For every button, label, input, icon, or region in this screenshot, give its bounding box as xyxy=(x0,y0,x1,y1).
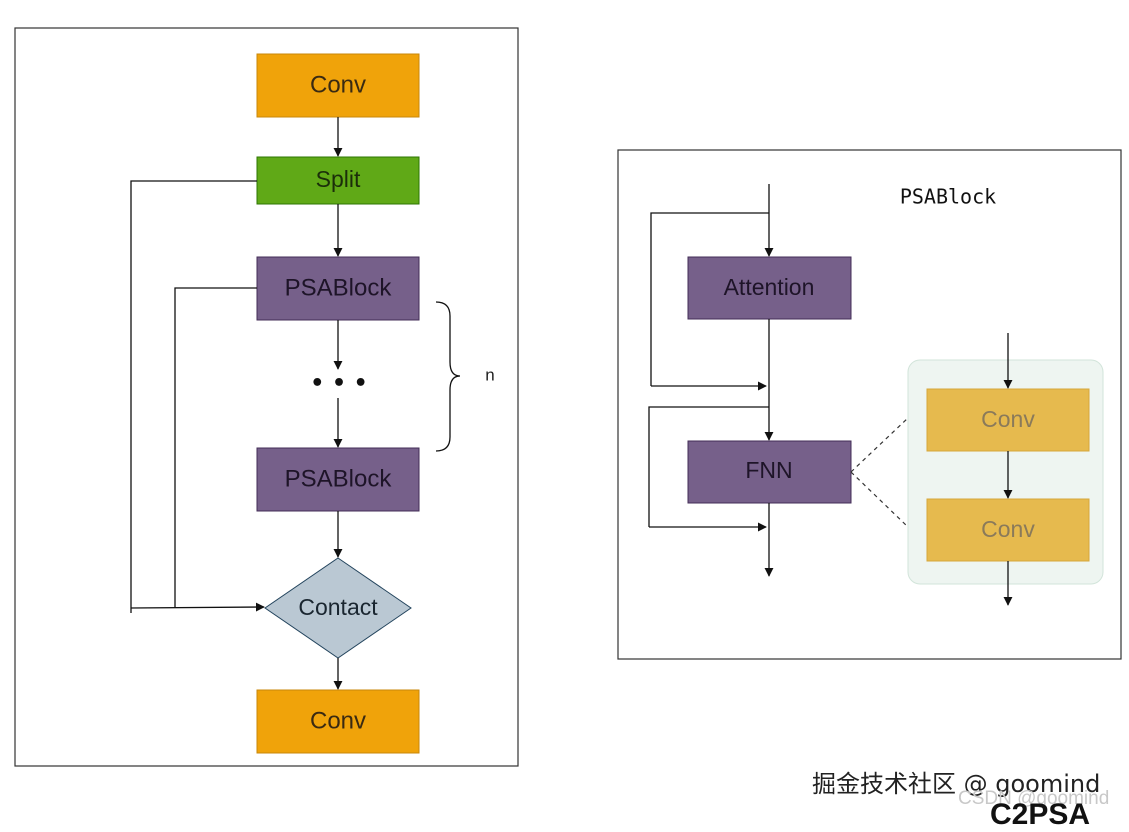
fnn-node: FNN xyxy=(687,440,852,504)
skip-psablock-to-contact xyxy=(174,287,257,608)
zoom-line-bottom xyxy=(850,471,909,528)
c2psa-psablock-2-label: PSABlock xyxy=(285,465,393,492)
repeat-brace xyxy=(435,301,461,452)
residual-attention xyxy=(650,212,769,386)
c2psa-conv-bottom-label: Conv xyxy=(310,707,366,734)
fnn-label: FNN xyxy=(745,457,792,483)
c2psa-contact-label: Contact xyxy=(298,594,378,620)
residual-fnn xyxy=(648,406,769,527)
c2psa-conv-top-label: Conv xyxy=(310,71,366,98)
psablock-title: PSABlock xyxy=(900,185,996,209)
c2psa-conv-top-node: Conv xyxy=(256,53,420,118)
c2psa-contact-node: Contact xyxy=(264,557,412,659)
c2psa-ellipsis: • • • xyxy=(310,371,368,396)
repeat-count-label: n xyxy=(485,365,494,384)
c2psa-split-label: Split xyxy=(316,166,361,192)
c2psa-frame xyxy=(14,27,519,767)
ffn-conv-2-node: Conv xyxy=(926,498,1090,562)
c2psa-psablock-1-label: PSABlock xyxy=(285,274,393,301)
ffn-conv-2-label: Conv xyxy=(981,516,1035,542)
attention-node: Attention xyxy=(687,256,852,320)
arrow-skip-into-contact xyxy=(130,602,265,612)
csdn-watermark: CSDN @goomind xyxy=(958,788,1110,809)
c2psa-caption: C2PSA xyxy=(990,798,1091,831)
c2psa-conv-bottom-node: Conv xyxy=(256,689,420,754)
attention-label: Attention xyxy=(724,274,815,300)
skip-split-to-contact xyxy=(130,180,257,608)
c2psa-split-node: Split xyxy=(256,156,420,205)
ffn-conv-1-label: Conv xyxy=(981,406,1035,432)
ffn-conv-1-node: Conv xyxy=(926,388,1090,452)
juejin-watermark: 掘金技术社区 @ goomind xyxy=(812,770,1101,798)
c2psa-psablock-2-node: PSABlock xyxy=(256,447,420,512)
c2psa-psablock-1-node: PSABlock xyxy=(256,256,420,321)
zoom-line-top xyxy=(850,417,909,473)
